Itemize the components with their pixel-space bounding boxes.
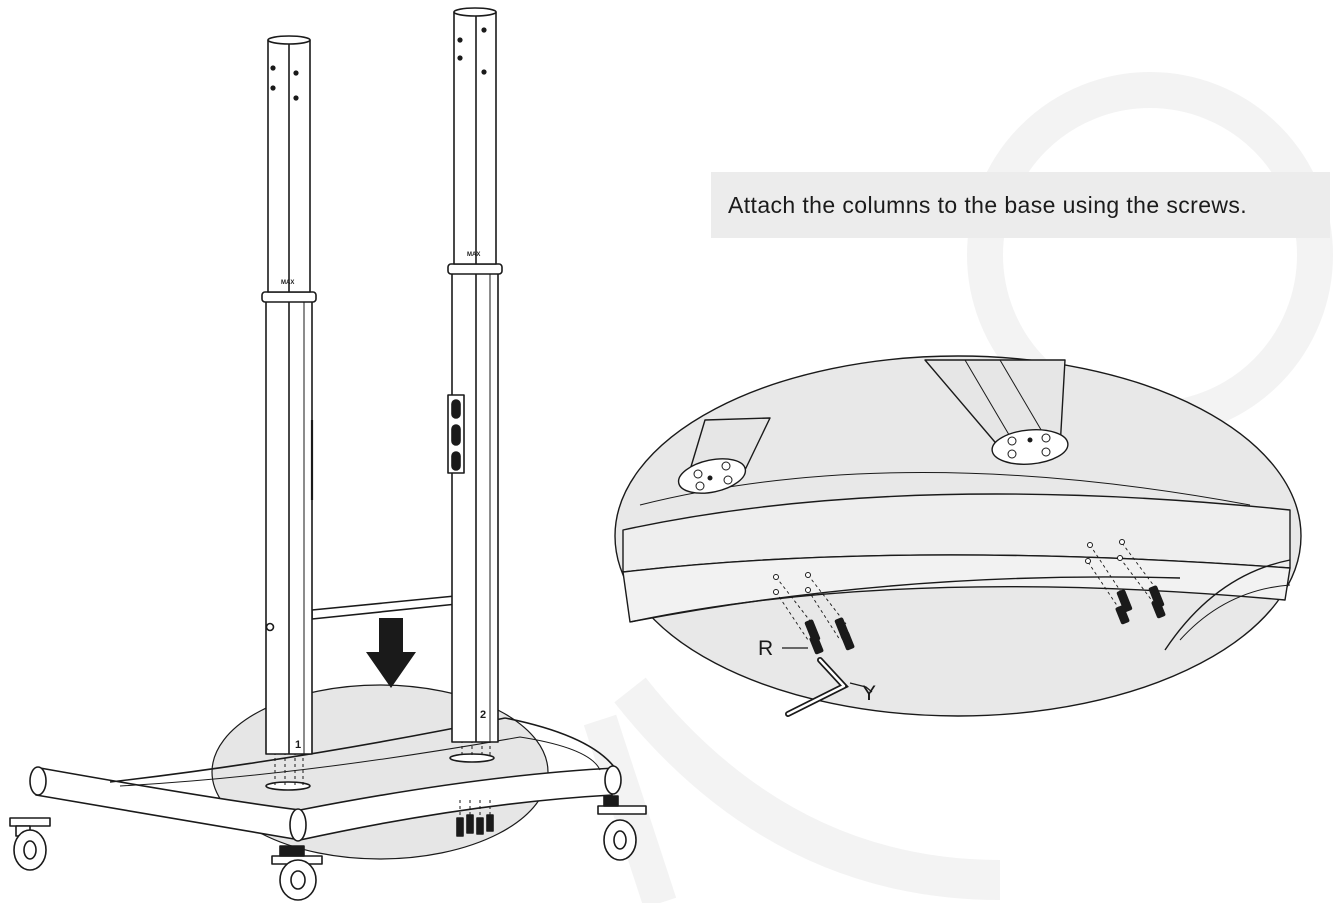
caster-wheel-icon xyxy=(9,817,51,871)
stand-assembly xyxy=(9,7,647,901)
caster-wheel-icon xyxy=(597,795,647,861)
detail-callout xyxy=(614,355,1302,717)
caster-wheel-icon xyxy=(271,845,323,901)
base-end-left xyxy=(29,766,47,796)
column-badge-right: MAX xyxy=(467,252,480,258)
column-2-label: 2 xyxy=(480,709,486,721)
screw-icon xyxy=(804,585,1166,655)
instruction-text: Attach the columns to the base using the… xyxy=(728,191,1248,218)
instruction-box: Attach the columns to the base using the… xyxy=(711,172,1330,238)
base-end-front xyxy=(289,808,307,842)
screw-icon xyxy=(456,814,494,837)
crossbar xyxy=(311,595,458,620)
down-arrow-icon xyxy=(366,618,416,688)
screw-callout-label: R xyxy=(758,637,773,660)
column-right xyxy=(447,7,503,743)
column-badge-left: MAX xyxy=(281,280,294,286)
base-frame xyxy=(35,767,616,841)
wrench-callout-label: Y xyxy=(862,682,876,705)
column-1-label: 1 xyxy=(295,739,301,751)
base-end-right xyxy=(604,765,622,795)
column-left xyxy=(261,35,317,755)
